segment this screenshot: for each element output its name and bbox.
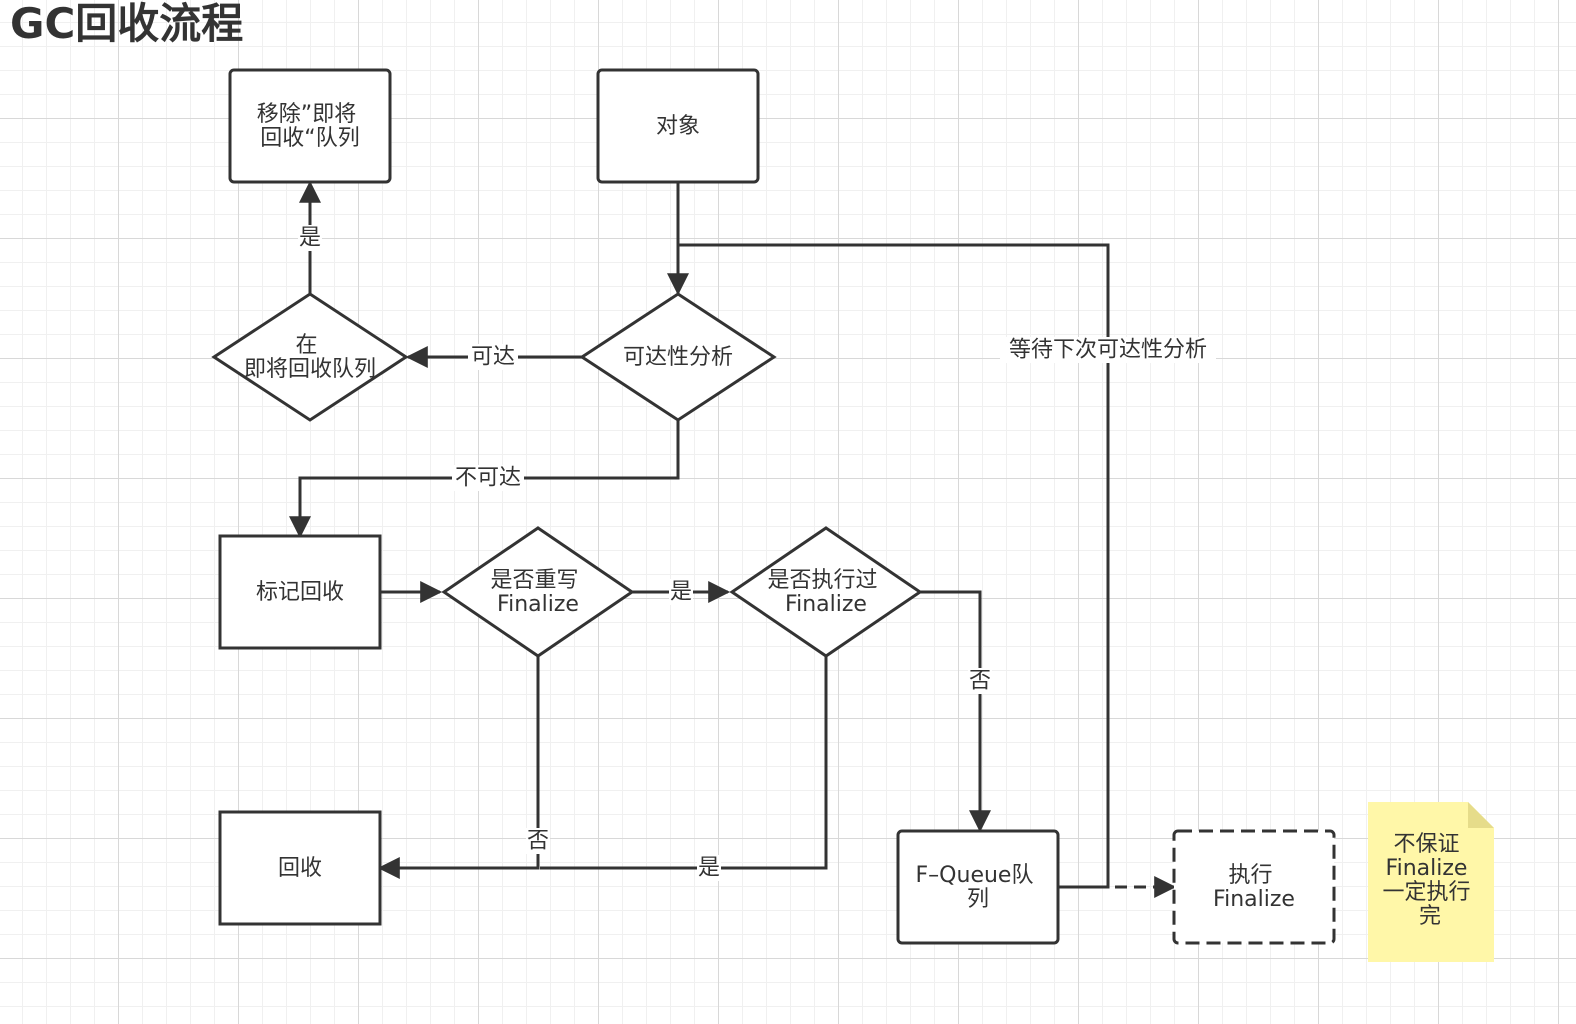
edge-no-override (377, 656, 540, 879)
label-no-executed: 否 (968, 668, 992, 694)
node-fqueue: F–Queue队 列 (896, 829, 1060, 945)
node-collect-line-1: 回收 (278, 856, 322, 881)
node-in-queue-line-1: 在 (295, 333, 317, 358)
svg-text:可达性分析: 可达性分析 (623, 345, 733, 370)
label-yes-override: 是 (669, 579, 693, 605)
node-in-queue: 在 即将回收队列 (211, 292, 409, 422)
note-line-3: 一定执行 (1382, 880, 1470, 905)
svg-text:执行 Finalize: 执行 Finalize (1213, 863, 1295, 912)
label-yes-executed: 是 (697, 855, 721, 881)
node-remove-queue-line-1: 移除”即将 (257, 102, 356, 127)
note-line-2: Finalize (1386, 856, 1468, 881)
svg-text:是: 是 (670, 580, 692, 605)
label-yes-to-remove: 是 (298, 225, 322, 251)
node-fqueue-line-1: F–Queue队 (916, 863, 1034, 888)
label-unreachable: 不可达 (452, 465, 524, 491)
svg-text:否: 否 (969, 669, 991, 694)
node-fqueue-line-2: 列 (967, 887, 989, 912)
sticky-note: 不保证 Finalize 一定执行 完 (1368, 802, 1494, 962)
node-executed-line-2: Finalize (785, 592, 867, 617)
label-reachable: 可达 (468, 344, 518, 370)
svg-text:是: 是 (698, 856, 720, 881)
svg-text:等待下次可达性分析: 等待下次可达性分析 (1009, 338, 1207, 363)
node-override-finalize: 是否重写 Finalize (441, 526, 635, 658)
svg-text:是否执行过 Finalize: 是否执行过 Finalize (767, 568, 884, 617)
node-run-finalize-line-1: 执行 (1228, 863, 1272, 888)
svg-text:是否重写 Finalize: 是否重写 Finalize (490, 568, 585, 617)
edge-yes-executed (540, 656, 828, 870)
label-wait-next-analysis: 等待下次可达性分析 (1000, 337, 1216, 363)
node-executed-finalize: 是否执行过 Finalize (729, 526, 923, 658)
svg-text:否: 否 (527, 829, 549, 854)
node-executed-line-1: 是否执行过 (767, 568, 877, 593)
node-override-line-2: Finalize (497, 592, 579, 617)
svg-text:回收: 回收 (278, 856, 322, 881)
svg-text:对象: 对象 (656, 114, 700, 139)
note-line-1: 不保证 (1393, 832, 1459, 857)
node-remove-queue-line-2: 回收“队列 (260, 126, 359, 151)
node-remove-queue: 移除”即将 回收“队列 (228, 68, 392, 184)
note-line-4: 完 (1419, 904, 1441, 929)
svg-text:不可达: 不可达 (455, 466, 521, 491)
svg-text:在 即将回收队列: 在 即将回收队列 (244, 333, 376, 382)
node-reachability-analysis: 可达性分析 (579, 292, 777, 422)
svg-text:移除”即将 回收“队列: 移除”即将 回收“队列 (257, 102, 363, 151)
edge-no-executed (920, 590, 991, 833)
node-in-queue-line-2: 即将回收队列 (244, 357, 376, 382)
diagram-title: GC回收流程 (10, 0, 244, 48)
node-run-finalize: 执行 Finalize (1172, 829, 1336, 945)
node-run-finalize-line-2: Finalize (1213, 887, 1295, 912)
svg-text:是: 是 (299, 226, 321, 251)
node-object: 对象 (596, 68, 760, 184)
node-mark-line-1: 标记回收 (256, 580, 344, 605)
node-reachability-line-1: 可达性分析 (623, 345, 733, 370)
svg-text:可达: 可达 (471, 345, 515, 370)
node-override-line-1: 是否重写 (490, 568, 578, 593)
node-mark-collect: 标记回收 (218, 534, 382, 650)
svg-text:标记回收: 标记回收 (256, 580, 344, 605)
svg-text:F–Queue队 列: F–Queue队 列 (916, 863, 1041, 912)
svg-text:不保证 Finalize 一定执行: 不保证 Finalize 一定执行 完 (1382, 832, 1477, 929)
node-object-line-1: 对象 (656, 114, 700, 139)
node-collect: 回收 (218, 810, 382, 926)
label-no-override: 否 (526, 828, 550, 854)
